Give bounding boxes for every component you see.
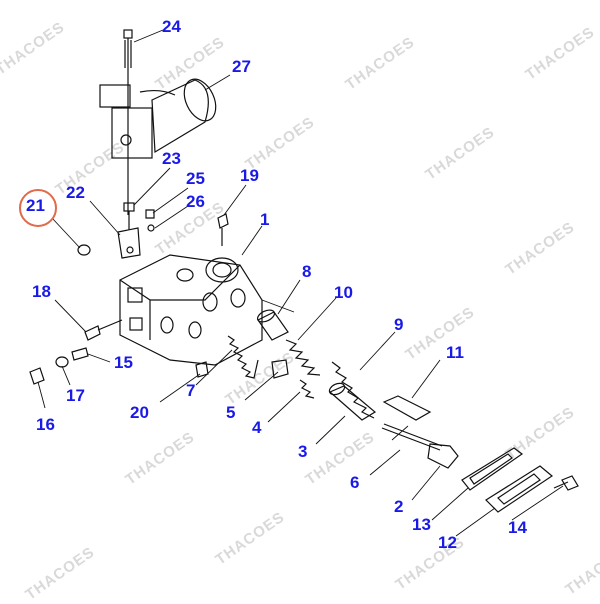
highlight-ring (19, 189, 57, 227)
part-19-screw (217, 213, 229, 246)
callout-8[interactable]: 8 (302, 262, 312, 281)
callout-10[interactable]: 10 (334, 283, 353, 302)
part-23-bolt (123, 202, 135, 230)
callout-16[interactable]: 16 (36, 415, 55, 434)
part-7-spring (227, 335, 259, 379)
part-26-ball (147, 224, 155, 232)
part-1-valve-body (119, 254, 263, 366)
callout-1[interactable]: 1 (260, 210, 270, 229)
callout-12[interactable]: 12 (438, 533, 457, 552)
callout-13[interactable]: 13 (412, 515, 431, 534)
part-13-gasket (461, 447, 524, 491)
part-10-spring (285, 339, 321, 376)
callout-6[interactable]: 6 (350, 473, 360, 492)
part-16-plug (29, 367, 45, 385)
part-25-plug (145, 209, 155, 219)
part-20-plug (195, 361, 209, 378)
callout-22[interactable]: 22 (66, 183, 85, 202)
part-21-plug (77, 244, 91, 256)
callout-2[interactable]: 2 (394, 497, 404, 516)
callout-23[interactable]: 23 (162, 149, 181, 168)
callout-20[interactable]: 20 (130, 403, 149, 422)
part-17-o-ring (55, 356, 69, 368)
callout-21[interactable]: 21 (26, 196, 45, 215)
callout-14[interactable]: 14 (508, 518, 527, 537)
callout-25[interactable]: 25 (186, 169, 205, 188)
callout-5[interactable]: 5 (226, 403, 236, 422)
part-2-valve (427, 443, 459, 469)
callout-9[interactable]: 9 (394, 315, 404, 334)
callout-18[interactable]: 18 (32, 282, 51, 301)
part-12-cover (485, 465, 554, 513)
part-6-rod (381, 423, 443, 451)
part-4-spring (299, 379, 315, 399)
part-8-sleeve (256, 309, 289, 341)
callout-7[interactable]: 7 (186, 381, 196, 400)
callout-19[interactable]: 19 (240, 166, 259, 185)
part-27-solenoid (99, 78, 217, 159)
callout-11[interactable]: 11 (446, 343, 464, 362)
callout-27[interactable]: 27 (232, 57, 251, 76)
part-22-bracket (117, 227, 141, 259)
callout-17[interactable]: 17 (66, 386, 85, 405)
leader-lines (37, 29, 564, 537)
part-15-pin (71, 347, 89, 361)
part-18-bolt (84, 319, 123, 341)
part-5-seat (271, 359, 289, 379)
callout-3[interactable]: 3 (298, 442, 308, 461)
part-3-spool (328, 382, 377, 421)
part-14-bolt (553, 475, 579, 491)
part-9-spring (331, 361, 375, 419)
callout-26[interactable]: 26 (186, 192, 205, 211)
callout-24[interactable]: 24 (162, 17, 181, 36)
callout-4[interactable]: 4 (252, 418, 262, 437)
part-11-spool (382, 395, 432, 421)
part-24-bolt (123, 29, 133, 215)
callout-15[interactable]: 15 (114, 353, 133, 372)
